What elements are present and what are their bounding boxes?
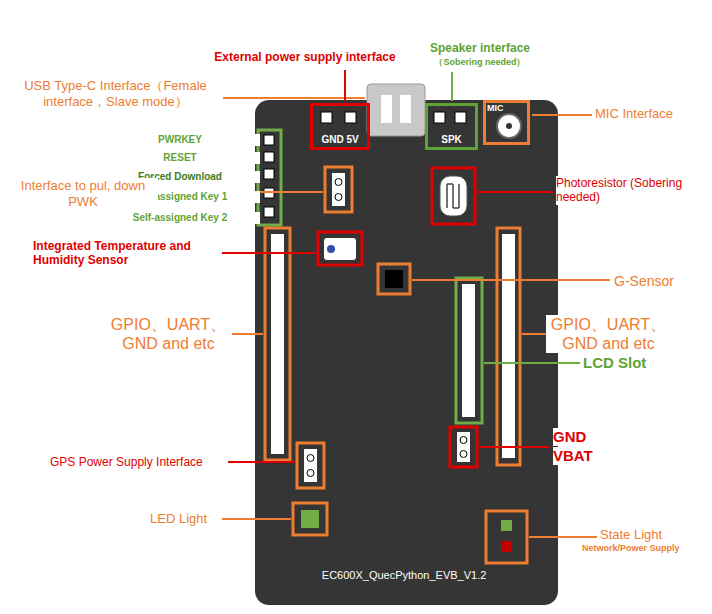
callout-label: USB Type-C Interface（Female interface，Sl… xyxy=(8,78,223,109)
callout-label: Self-assigned Key 2 xyxy=(100,212,260,224)
pin xyxy=(455,112,466,123)
usb-tab xyxy=(381,95,392,123)
node-text: GND 5V xyxy=(321,134,358,145)
lcd-pins xyxy=(462,284,475,417)
callout-label: Integrated Temperature and Humidity Sens… xyxy=(33,239,221,268)
callout-label: G-Sensor xyxy=(614,273,704,290)
callout-label: GND xyxy=(553,428,613,446)
callout-label: Interface to pul, down PWK xyxy=(8,178,158,209)
left-header-pins xyxy=(271,234,284,454)
callout-label: LCD Slot xyxy=(583,354,683,372)
node-text: SPK xyxy=(441,134,462,145)
temp-sensor-chip xyxy=(324,238,356,260)
g-sensor-outline xyxy=(378,264,410,294)
pin xyxy=(321,112,332,123)
temp-sensor-outline xyxy=(318,232,362,265)
board: EC600X_QuecPython_EVB_V1.2 GND 5V SPK MIC xyxy=(255,95,558,605)
led-outline xyxy=(293,503,327,535)
callout-label: Speaker interface xyxy=(395,41,565,55)
pin xyxy=(345,112,356,123)
callout-label: LED Light xyxy=(150,511,222,527)
callout-label: State Light xyxy=(600,527,700,543)
state-light-outline xyxy=(486,511,527,563)
node-text: EC600X_QuecPython_EVB_V1.2 xyxy=(322,569,487,581)
pwk-pins xyxy=(332,173,345,206)
callout-label: External power supply interface xyxy=(190,50,420,64)
led xyxy=(501,520,512,531)
gps-outline xyxy=(297,443,324,488)
power-interface: GND 5V xyxy=(310,103,370,150)
g-sensor-chip xyxy=(385,270,403,288)
mic-symbol xyxy=(506,123,512,129)
led xyxy=(501,541,512,552)
board-body xyxy=(255,100,558,605)
callout-label: PWRKEY xyxy=(100,134,260,146)
lcd-slot-outline xyxy=(456,278,482,423)
pwk-outline xyxy=(325,167,352,212)
right-header-pins xyxy=(502,234,515,458)
led xyxy=(301,510,319,528)
speaker-interface: SPK xyxy=(425,103,478,150)
callout-label: GPIO、UART、 GND and etc xyxy=(106,315,231,353)
pin xyxy=(434,112,445,123)
key-pins xyxy=(264,135,274,217)
node-text: MIC xyxy=(487,103,504,113)
photoresistor-outline xyxy=(432,168,475,224)
gnd-vbat-outline xyxy=(450,427,477,467)
mic-interface: MIC xyxy=(483,100,530,145)
key-header-outline xyxy=(258,130,281,225)
callout-label: GPS Power Supply Interface xyxy=(50,455,228,469)
callout-label: MIC Interface xyxy=(595,106,705,122)
callout-label: Photoresistor (Sobering needed) xyxy=(556,176,696,205)
photoresistor-symbol xyxy=(440,176,467,216)
callout-label: RESET xyxy=(100,152,260,164)
left-header-outline xyxy=(265,228,290,460)
callout-label: Network/Power Supply xyxy=(582,543,707,554)
usb-tab xyxy=(400,95,411,123)
callout-label: GPIO、UART、 GND and etc xyxy=(546,315,671,353)
callout-label: VBAT xyxy=(553,447,613,465)
mic-symbol xyxy=(497,114,521,138)
callout-label: （Sobering needed） xyxy=(395,57,565,68)
right-header-outline xyxy=(497,228,520,465)
usb-connector xyxy=(367,84,425,136)
